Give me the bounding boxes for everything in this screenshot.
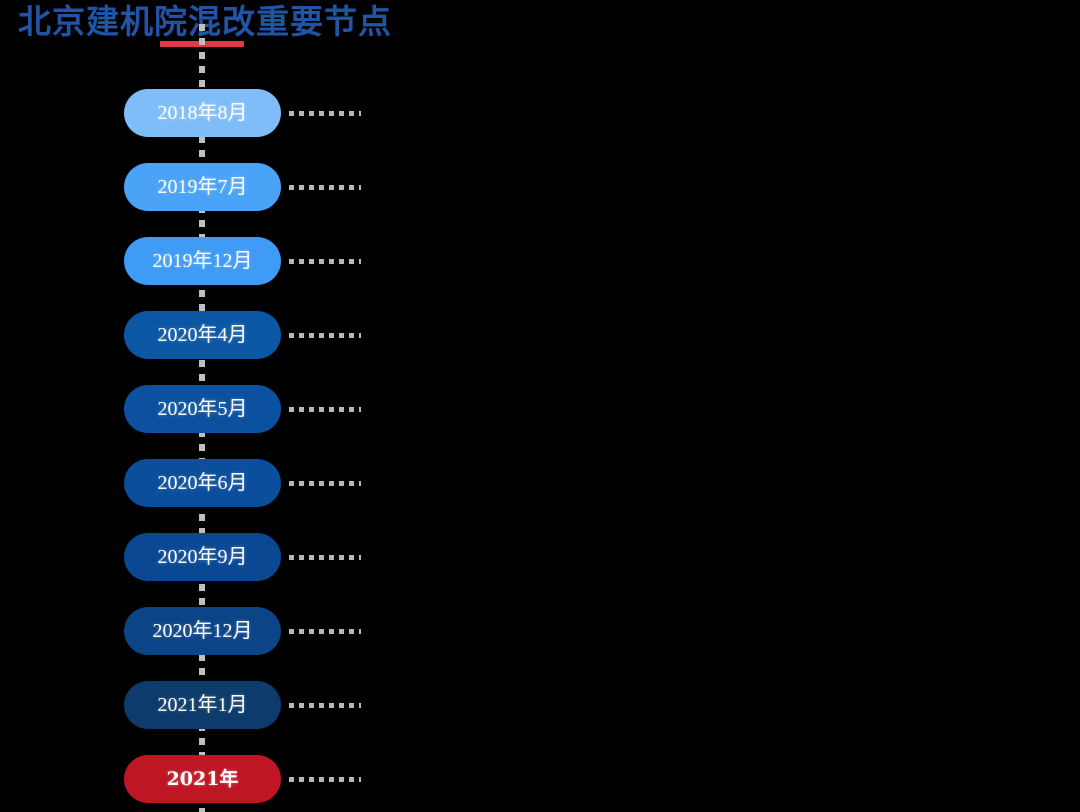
timeline-node[interactable]: 2021年1月 bbox=[124, 681, 281, 729]
timeline-connector-line bbox=[289, 111, 361, 116]
timeline-connector-line bbox=[289, 407, 361, 412]
timeline-node-label: 2020年4月 bbox=[157, 324, 248, 346]
timeline-connector-line bbox=[289, 185, 361, 190]
timeline-node[interactable]: 2019年12月 bbox=[124, 237, 281, 285]
timeline-connector-line bbox=[289, 777, 361, 782]
timeline-node[interactable]: 2020年12月 bbox=[124, 607, 281, 655]
timeline-node[interactable]: 2021年 bbox=[124, 755, 281, 803]
timeline-node-label: 2020年9月 bbox=[157, 546, 248, 568]
timeline-connector-line bbox=[289, 629, 361, 634]
timeline-node-label: 2018年8月 bbox=[157, 102, 248, 124]
timeline-node-label: 2020年6月 bbox=[157, 472, 248, 494]
timeline-connector-line bbox=[289, 703, 361, 708]
timeline-node[interactable]: 2018年8月 bbox=[124, 89, 281, 137]
timeline-connector-line bbox=[289, 333, 361, 338]
timeline-node[interactable]: 2020年6月 bbox=[124, 459, 281, 507]
timeline-connector-line bbox=[289, 481, 361, 486]
timeline-node-label: 2021年1月 bbox=[157, 694, 248, 716]
timeline-node-label: 2020年12月 bbox=[152, 620, 253, 642]
timeline-node[interactable]: 2019年7月 bbox=[124, 163, 281, 211]
timeline-node-label: 2021年 bbox=[166, 768, 239, 790]
timeline-node[interactable]: 2020年9月 bbox=[124, 533, 281, 581]
timeline-node-label: 2020年5月 bbox=[157, 398, 248, 420]
timeline-node[interactable]: 2020年4月 bbox=[124, 311, 281, 359]
timeline-node-label: 2019年7月 bbox=[157, 176, 248, 198]
timeline-node-label: 2019年12月 bbox=[152, 250, 253, 272]
timeline-connector-line bbox=[289, 555, 361, 560]
timeline-node[interactable]: 2020年5月 bbox=[124, 385, 281, 433]
timeline-connector-line bbox=[289, 259, 361, 264]
